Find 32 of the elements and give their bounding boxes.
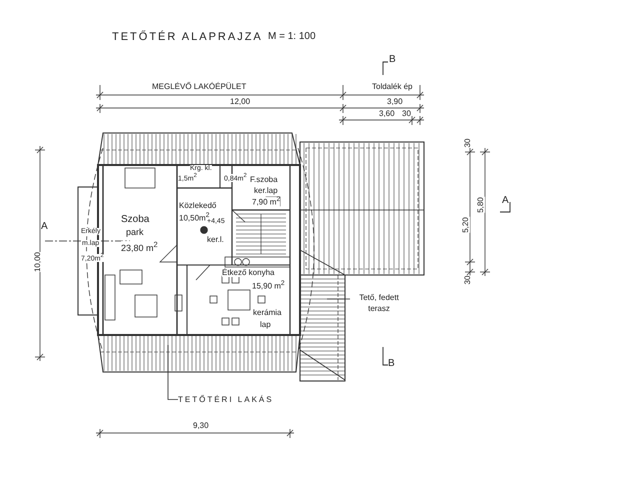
plan-label: Közlekedő	[179, 202, 216, 210]
dimension-text: 30	[464, 138, 472, 148]
dimension-text: 30	[464, 276, 472, 284]
plan-label: M = 1: 100	[268, 32, 316, 42]
plan-label: 12,00	[230, 98, 250, 106]
plan-label: kerámia	[253, 309, 282, 317]
plan-label: 3,60	[379, 110, 395, 118]
dimension-text: 5,80	[477, 197, 485, 213]
plan-label: F.szoba	[250, 176, 278, 184]
plan-label: Étkező konyha	[222, 269, 274, 277]
leader-line	[326, 298, 350, 300]
section-letter: B	[389, 55, 396, 65]
section-letter: Szoba	[121, 215, 150, 225]
leader-line	[168, 344, 178, 400]
plan-label: lap	[260, 321, 271, 329]
plan-label: 30	[402, 110, 411, 118]
dimension-text: 10,00	[34, 252, 42, 272]
plan-label: MEGLÉVŐ LAKÓÉPÜLET	[152, 83, 246, 91]
section-letter: A	[502, 196, 509, 206]
plan-label: ker.l.	[207, 236, 224, 244]
plan-label: ker.lap	[254, 187, 278, 195]
title: TETŐTÉR ALAPRAJZA	[112, 31, 263, 43]
plan-label: 15,90 m$^{2}$	[252, 281, 285, 291]
plan-label: 23,80 m$^{2}$	[121, 241, 158, 253]
plan-label: 7,90 m$^{2}$	[252, 197, 280, 207]
plan-label: 9,30	[193, 422, 209, 430]
plan-label: park	[126, 228, 144, 237]
plan-label: Toldalék ép	[372, 83, 412, 91]
plan-label: 3,90	[387, 98, 403, 106]
section-letter: A	[41, 222, 48, 232]
dimension-text: 5,20	[462, 217, 470, 233]
section-letter: B	[388, 359, 395, 369]
